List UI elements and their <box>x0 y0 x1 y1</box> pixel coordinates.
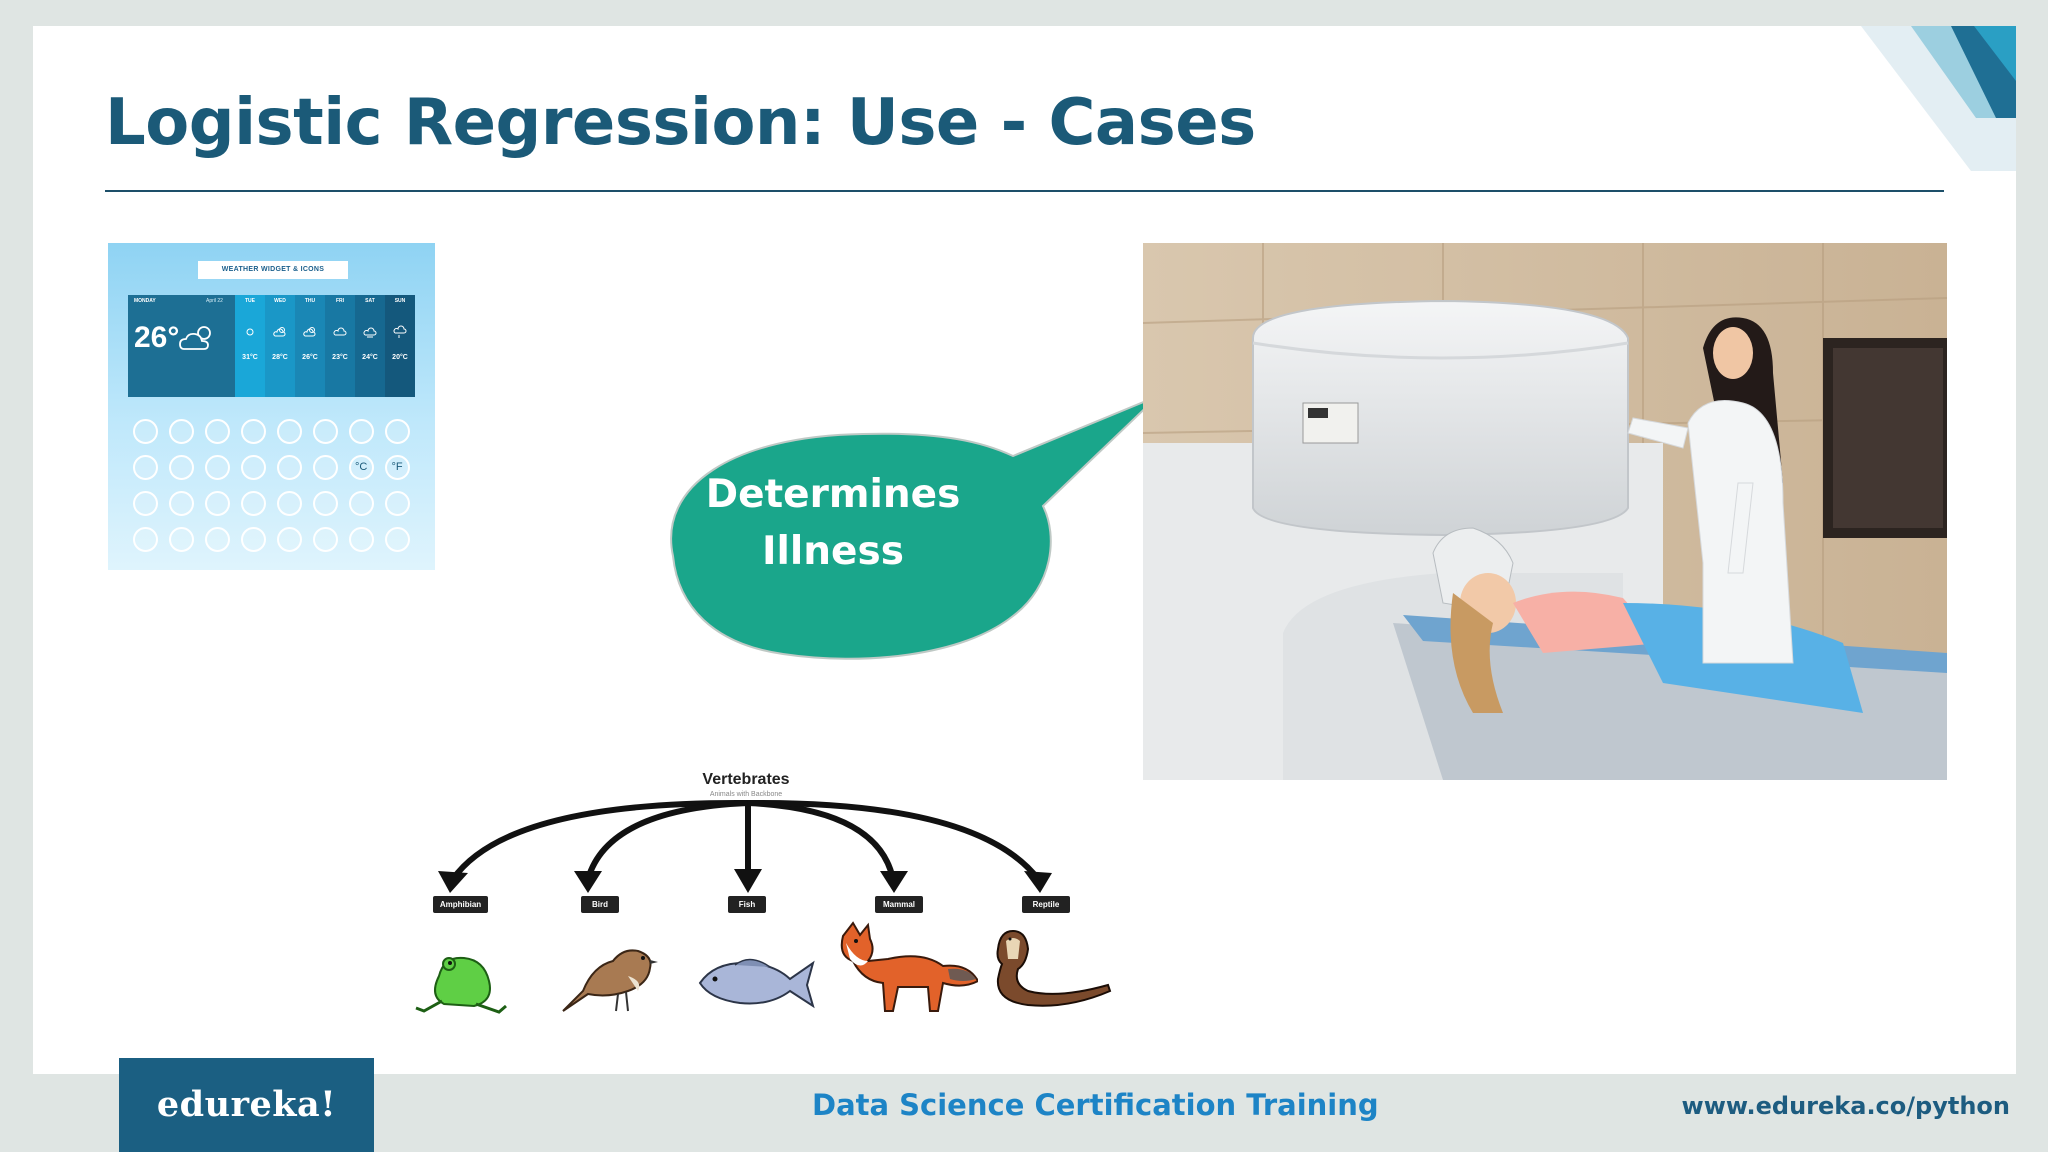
bubble-line-1: Determines <box>705 472 961 517</box>
fish-icon <box>698 958 815 1009</box>
corner-decoration <box>1861 26 2016 171</box>
weather-panel: MONDAY April 22 26° TUE 31°C WED 28°C TH… <box>128 295 415 397</box>
frog-icon <box>415 956 507 1014</box>
mri-scan-photo <box>1143 243 1947 780</box>
page-title: Logistic Regression: Use - Cases <box>105 86 1256 160</box>
thermometer-icon <box>276 527 302 553</box>
cloud-sun-icon <box>241 418 267 444</box>
class-label-fish: Fish <box>728 896 766 913</box>
wind-icon <box>312 527 338 553</box>
rain-cloud-icon <box>393 325 407 338</box>
drizzle-icon <box>169 454 195 480</box>
cloud-sun-icon <box>303 327 316 337</box>
course-title: Data Science Certification Training <box>812 1088 1379 1122</box>
moon-phase-4-icon <box>241 491 267 517</box>
class-label-bird: Bird <box>581 896 619 913</box>
partly-cloudy-icon <box>273 327 286 337</box>
compass-icon <box>384 527 410 553</box>
sleet-icon <box>312 454 338 480</box>
vertebrates-subtitle: Animals with Backbone <box>709 791 783 798</box>
forecast-day: TUE 31°C <box>235 295 265 397</box>
windsock-icon <box>348 527 374 553</box>
class-label-reptile: Reptile <box>1022 896 1070 913</box>
edureka-logo: edureka! <box>119 1058 374 1152</box>
moon-phase-3-icon <box>205 491 231 517</box>
bubble-line-2: Illness <box>762 529 904 574</box>
umbrella-icon <box>205 527 231 553</box>
bubble-text: Determines Illness <box>653 466 1013 580</box>
forecast-day: SAT 24°C <box>355 295 385 397</box>
title-divider <box>105 190 1944 192</box>
hail-icon <box>241 454 267 480</box>
celsius-icon: °C <box>348 454 374 480</box>
forecast-day: THU 26°C <box>295 295 325 397</box>
weather-today-label: MONDAY <box>134 298 156 304</box>
moon-phase-1-icon <box>133 491 159 517</box>
snowflake-icon <box>133 527 159 553</box>
crescent-moon-icon <box>348 491 374 517</box>
forecast-day: WED 28°C <box>265 295 295 397</box>
moon-phase-6-icon <box>312 491 338 517</box>
fahrenheit-icon: °F <box>384 454 410 480</box>
weather-date: April 22 <box>206 298 223 304</box>
weather-current-temp: 26° <box>134 321 180 354</box>
weather-icon-grid: °C °F <box>128 413 415 558</box>
forecast-day: FRI 23°C <box>325 295 355 397</box>
vertebrates-diagram: Vertebrates Animals with Backbone Amphib… <box>388 761 1128 1031</box>
moon-phase-2-icon <box>169 491 195 517</box>
branch-arrows <box>438 799 1052 893</box>
rain-icon <box>133 454 159 480</box>
sun-icon <box>246 328 254 336</box>
wind-lines-icon <box>384 418 410 444</box>
class-label-amphibian: Amphibian <box>433 896 488 913</box>
raindrop-icon <box>169 527 195 553</box>
showers-icon <box>205 454 231 480</box>
weather-widget-image: WEATHER WIDGET & ICONS MONDAY April 22 2… <box>108 243 435 570</box>
speech-bubble <box>670 395 1159 660</box>
cloud-icon <box>276 418 302 444</box>
cobra-icon <box>996 929 1112 1007</box>
fog-icon <box>348 418 374 444</box>
cloud-icon <box>333 327 347 336</box>
snow-icon <box>276 454 302 480</box>
fox-icon <box>840 921 978 1012</box>
weather-banner: WEATHER WIDGET & ICONS <box>198 261 348 279</box>
forecast-day: SUN 20°C <box>385 295 415 397</box>
sunglasses-icon <box>241 527 267 553</box>
class-label-mammal: Mammal <box>875 896 923 913</box>
cloudy-icon <box>363 327 377 338</box>
vertebrates-title: Vertebrates <box>702 771 790 788</box>
sunrise-icon <box>133 418 159 444</box>
moon-phase-5-icon <box>276 491 302 517</box>
sparrow-icon <box>562 949 658 1012</box>
sun-cloud-icon <box>384 491 410 517</box>
sun-icon <box>169 418 195 444</box>
slide: Logistic Regression: Use - Cases WEATHER… <box>33 26 2016 1074</box>
partly-cloudy-icon <box>179 326 211 350</box>
partly-cloudy-icon <box>205 418 231 444</box>
website-link[interactable]: www.edureka.co/python <box>1681 1092 2010 1120</box>
cloudy-icon <box>312 418 338 444</box>
